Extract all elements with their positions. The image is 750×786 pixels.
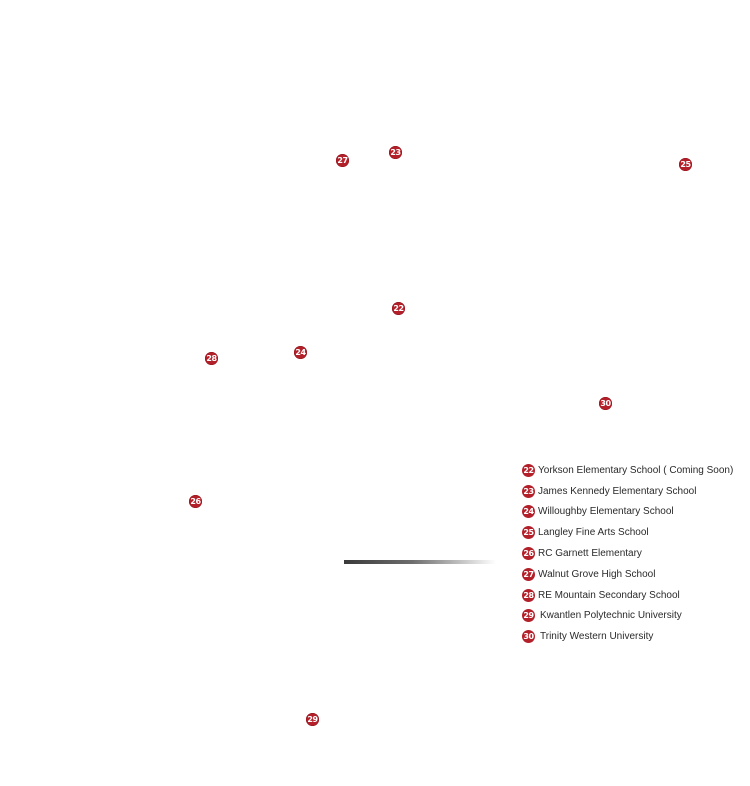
legend-badge: 23	[522, 484, 535, 498]
legend-badge: 30	[522, 630, 535, 644]
legend-label: Kwantlen Polytechnic University	[540, 610, 682, 622]
map-marker-28[interactable]: 28	[205, 352, 218, 365]
legend-label: Langley Fine Arts School	[538, 527, 649, 539]
legend-badge: 25	[522, 526, 535, 540]
legend-label: RE Mountain Secondary School	[538, 589, 680, 601]
legend-item[interactable]: 23 James Kennedy Elementary School	[522, 481, 748, 502]
legend-item[interactable]: 29 Kwantlen Polytechnic University	[522, 606, 748, 627]
map-marker-25[interactable]: 25	[679, 158, 692, 171]
map-marker-29[interactable]: 29	[306, 713, 319, 726]
legend-label: Trinity Western University	[540, 631, 654, 643]
legend-item[interactable]: 22 Yorkson Elementary School ( Coming So…	[522, 460, 748, 481]
divider	[344, 560, 496, 564]
legend-item[interactable]: 25 Langley Fine Arts School	[522, 522, 748, 543]
legend-label: Yorkson Elementary School ( Coming Soon)	[538, 464, 734, 476]
legend-badge: 26	[522, 547, 535, 561]
legend-label: Walnut Grove High School	[538, 568, 656, 580]
map-marker-30[interactable]: 30	[599, 397, 612, 410]
map-marker-26[interactable]: 26	[189, 495, 202, 508]
legend-badge: 29	[522, 609, 535, 623]
legend-badge: 22	[522, 463, 535, 477]
map-marker-22[interactable]: 22	[392, 302, 405, 315]
legend-item[interactable]: 30 Trinity Western University	[522, 626, 748, 647]
legend-item[interactable]: 26 RC Garnett Elementary	[522, 543, 748, 564]
legend-item[interactable]: 24 Willoughby Elementary School	[522, 502, 748, 523]
map-marker-27[interactable]: 27	[336, 154, 349, 167]
legend-item[interactable]: 27 Walnut Grove High School	[522, 564, 748, 585]
legend-label: Willoughby Elementary School	[538, 506, 674, 518]
legend-label: James Kennedy Elementary School	[538, 485, 697, 497]
map-marker-23[interactable]: 23	[389, 146, 402, 159]
legend-badge: 28	[522, 588, 535, 602]
legend-badge: 27	[522, 567, 535, 581]
legend-item[interactable]: 28 RE Mountain Secondary School	[522, 585, 748, 606]
map-marker-24[interactable]: 24	[294, 346, 307, 359]
legend-badge: 24	[522, 505, 535, 519]
legend-label: RC Garnett Elementary	[538, 548, 642, 560]
map-legend: 22 Yorkson Elementary School ( Coming So…	[522, 460, 748, 647]
